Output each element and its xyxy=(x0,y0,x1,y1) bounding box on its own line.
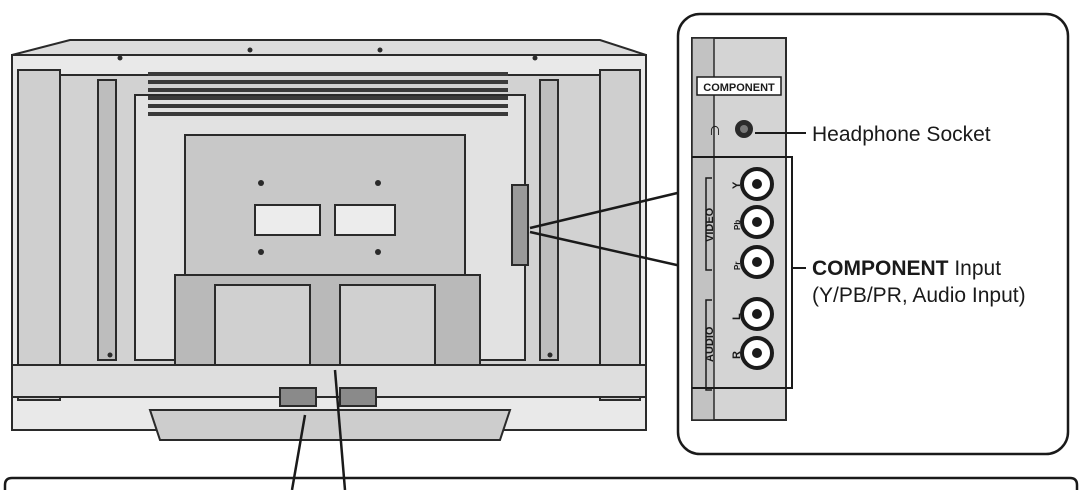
component-input-rest: Input xyxy=(949,257,1002,280)
component-header-label: COMPONENT xyxy=(703,82,775,94)
side-jack-strip xyxy=(511,184,529,266)
component-input-bold: COMPONENT xyxy=(812,257,949,280)
bottom-callout-box xyxy=(3,476,1079,490)
jack-y-label: Y xyxy=(731,181,743,189)
screws xyxy=(107,47,553,358)
side-callout-lines xyxy=(529,188,691,270)
bottom-cover-left xyxy=(214,284,311,366)
jack-y: Y xyxy=(731,167,774,201)
component-group-bracket xyxy=(692,156,793,389)
tv-rear-view xyxy=(11,39,647,441)
wall-mount-plate xyxy=(184,134,466,286)
jack-audio-r-label: R xyxy=(731,351,743,359)
jack-pb-label: Pb xyxy=(733,220,742,230)
tv-lower-sill xyxy=(11,364,647,398)
jack-audio-l: L xyxy=(731,297,774,331)
stand-clip-left xyxy=(279,387,317,407)
video-group-label: VIDEO xyxy=(704,207,716,242)
tv-left-side xyxy=(17,69,61,401)
tv-right-side xyxy=(599,69,641,401)
plate-slot-left xyxy=(254,204,321,236)
side-input-panel: COMPONENT ∩ VIDEO Y Pb Pr AUDIO xyxy=(691,37,793,421)
tv-right-rail xyxy=(539,79,559,361)
bottom-cover-right xyxy=(339,284,436,371)
tv-stand-base xyxy=(148,409,512,441)
jack-audio-l-label: L xyxy=(731,313,743,320)
headphone-icon: ∩ xyxy=(709,119,722,139)
tv-top-bezel xyxy=(11,39,647,56)
stand-clip-right xyxy=(339,387,377,407)
tv-left-rail xyxy=(97,79,117,361)
jack-audio-r: R xyxy=(731,336,774,370)
jack-pr-label: Pr xyxy=(733,262,742,270)
jack-pb: Pb xyxy=(733,205,774,239)
audio-bracket xyxy=(705,299,712,391)
plate-slot-right xyxy=(334,204,396,236)
audio-group-label: AUDIO xyxy=(704,326,716,362)
headphone-socket-label: Headphone Socket xyxy=(812,123,991,146)
component-input-subtitle: (Y/PB/PR, Audio Input) xyxy=(812,284,1026,307)
jack-pr: Pr xyxy=(733,245,774,279)
top-vent-grille xyxy=(148,72,508,116)
component-input-label: COMPONENT Input xyxy=(812,257,1001,280)
panel-edge xyxy=(691,37,715,421)
video-bracket xyxy=(705,177,712,271)
component-header-box xyxy=(696,76,782,96)
